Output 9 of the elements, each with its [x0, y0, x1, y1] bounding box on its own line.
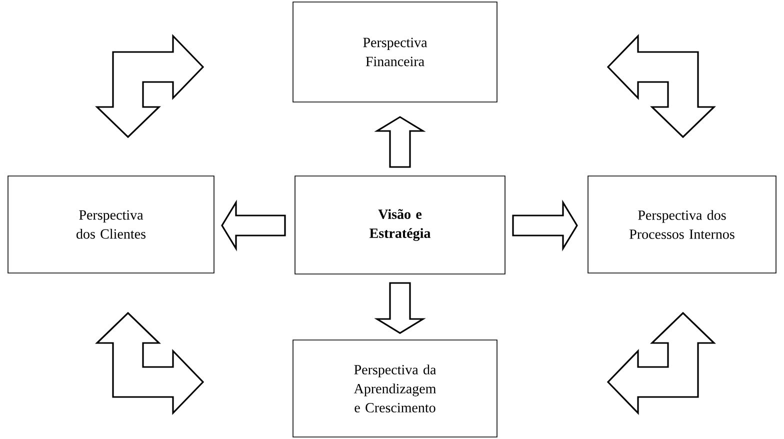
block-arrow [374, 282, 426, 334]
block-arrow [512, 200, 578, 252]
text-box: Perspectiva da Aprendizagem e Crescimento [292, 340, 498, 438]
text-box: Visão e Estratégia [294, 176, 506, 274]
text-box: Perspectiva Financeira [292, 2, 498, 102]
text-box: Perspectiva dos Processos Internos [588, 176, 776, 274]
block-arrow [221, 200, 286, 252]
text-box: Perspectiva dos Clientes [8, 176, 214, 274]
block-arrow [374, 116, 426, 168]
